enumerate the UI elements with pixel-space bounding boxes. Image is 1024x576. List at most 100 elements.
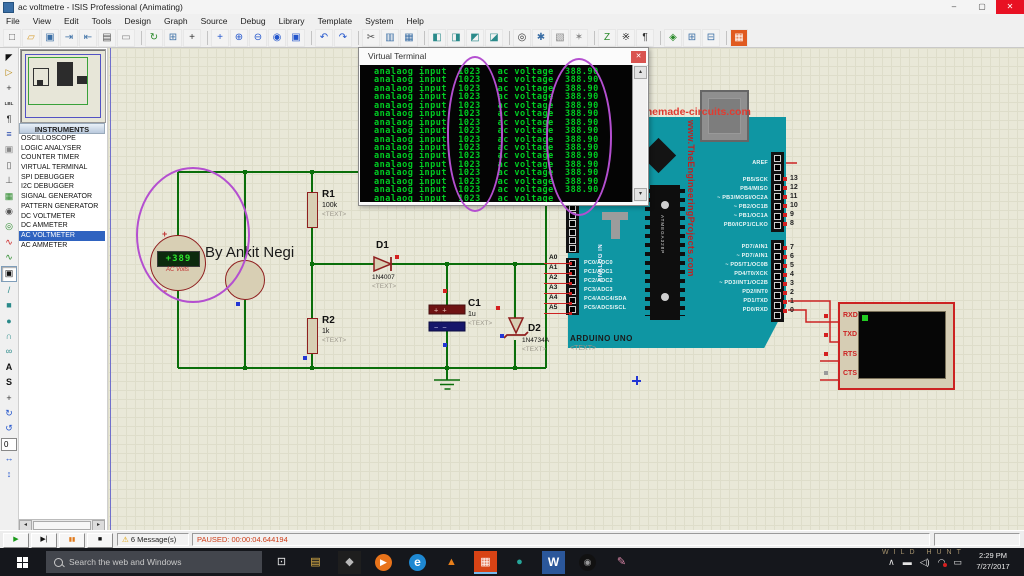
- media-player-icon[interactable]: ▶: [375, 553, 392, 571]
- teal-app-icon[interactable]: ●: [516, 555, 523, 568]
- 2d-symbol-mode[interactable]: S: [5, 377, 12, 388]
- wire-autorouter[interactable]: Z: [598, 28, 616, 47]
- game2-icon[interactable]: ◉: [579, 553, 596, 571]
- virtual-instruments-mode[interactable]: ▣: [1, 266, 17, 283]
- 2d-arc-mode[interactable]: ∩: [5, 331, 13, 342]
- edge-icon[interactable]: e: [409, 553, 426, 571]
- menu-item[interactable]: Graph: [163, 16, 188, 26]
- close-button[interactable]: ✕: [996, 0, 1024, 14]
- instrument-item[interactable]: SIGNAL GENERATOR: [21, 193, 93, 201]
- subcircuit-mode[interactable]: ▣: [4, 144, 14, 155]
- toolbar-separator[interactable]: [505, 30, 510, 45]
- export-section[interactable]: ⇤: [79, 28, 97, 47]
- toolbar-separator[interactable]: [137, 30, 142, 45]
- origin[interactable]: +: [183, 28, 201, 47]
- 2d-circle-mode[interactable]: ●: [6, 315, 12, 326]
- scroll-thumb[interactable]: [33, 521, 91, 530]
- stop-button[interactable]: ■: [87, 533, 113, 548]
- tape-recorder-mode[interactable]: ◉: [5, 205, 13, 216]
- 2d-text-mode[interactable]: A: [5, 361, 13, 372]
- zoom-area[interactable]: ▣: [287, 28, 305, 47]
- instrument-item[interactable]: OSCILLOSCOPE: [21, 135, 76, 142]
- menu-item[interactable]: Tools: [91, 16, 112, 26]
- pick-device[interactable]: ◎: [513, 28, 531, 47]
- toolbar-separator[interactable]: [307, 30, 312, 45]
- redraw[interactable]: ↻: [145, 28, 163, 47]
- make-device[interactable]: ✱: [532, 28, 550, 47]
- task-view-button[interactable]: ⊡: [276, 555, 287, 568]
- pan[interactable]: +: [211, 28, 229, 47]
- graph-mode[interactable]: ▦: [4, 190, 14, 201]
- new-design[interactable]: □: [3, 28, 21, 47]
- zoom-in[interactable]: ⊕: [230, 28, 248, 47]
- instrument-item[interactable]: DC VOLTMETER: [21, 212, 76, 220]
- property-assignment[interactable]: ¶: [636, 28, 654, 47]
- scroll-up-arrow[interactable]: ▴: [634, 66, 647, 79]
- selection-mode[interactable]: ◤: [5, 52, 13, 62]
- terminal-window-title[interactable]: Virtual Terminal: [359, 48, 648, 66]
- instrument-item[interactable]: I2C DEBUGGER: [21, 183, 74, 191]
- toolbar-separator[interactable]: [590, 30, 595, 45]
- battery-icon[interactable]: ▬: [902, 557, 912, 567]
- toolbar-separator[interactable]: [203, 30, 208, 45]
- instrument-item[interactable]: LOGIC ANALYSER: [21, 144, 82, 152]
- device-pins-mode[interactable]: ⊥: [5, 175, 13, 186]
- step-button[interactable]: ▶|: [31, 533, 57, 548]
- start-button[interactable]: [0, 548, 45, 576]
- 2d-path-mode[interactable]: ∞: [5, 346, 13, 357]
- menu-item[interactable]: Design: [124, 16, 151, 26]
- menu-item[interactable]: System: [365, 16, 394, 26]
- flip-vertical[interactable]: ↕: [6, 468, 12, 479]
- buses-mode[interactable]: ≡: [6, 128, 12, 139]
- paint-icon[interactable]: ✎: [616, 555, 627, 568]
- menu-item[interactable]: File: [6, 16, 20, 26]
- taskbar-search-input[interactable]: Search the web and Windows: [46, 551, 262, 573]
- block-delete[interactable]: ◪: [485, 28, 503, 47]
- terminal-scrollbar[interactable]: ▴ ▾: [632, 65, 647, 202]
- zoom-out[interactable]: ⊖: [249, 28, 267, 47]
- paste[interactable]: ▦: [400, 28, 418, 47]
- toolbar-separator[interactable]: [656, 30, 661, 45]
- zoom-all[interactable]: ◉: [268, 28, 286, 47]
- menu-item[interactable]: Source: [200, 16, 228, 26]
- rotation-angle-field[interactable]: 0: [1, 437, 17, 451]
- text-script-mode[interactable]: ¶: [6, 113, 12, 124]
- decompose[interactable]: ✶: [570, 28, 588, 47]
- instrument-item[interactable]: PATTERN GENERATOR: [21, 202, 99, 210]
- network-icon[interactable]: ◠: [937, 556, 948, 567]
- word-icon[interactable]: W: [542, 550, 565, 574]
- toolbar-separator[interactable]: [420, 30, 425, 45]
- menu-item[interactable]: Debug: [240, 16, 266, 26]
- notification-icon[interactable]: ▭: [953, 556, 962, 567]
- generator-mode[interactable]: ◎: [5, 221, 13, 232]
- toolbar-separator[interactable]: [354, 30, 359, 45]
- vlc-icon[interactable]: ▲: [446, 555, 457, 568]
- taskbar-clock[interactable]: 2:29 PM 7/27/2017: [966, 550, 1020, 572]
- block-copy[interactable]: ◧: [428, 28, 446, 47]
- instrument-item[interactable]: DC AMMETER: [21, 222, 68, 230]
- file-explorer-icon[interactable]: ▤: [310, 555, 321, 568]
- netlist-to-ares[interactable]: ▦: [730, 28, 748, 47]
- import-section[interactable]: ⇥: [60, 28, 78, 47]
- toggle-grid[interactable]: ⊞: [164, 28, 182, 47]
- mark-output-area[interactable]: ▭: [117, 28, 135, 47]
- terminals-mode[interactable]: ▯: [6, 159, 12, 170]
- 2d-box-mode[interactable]: ■: [6, 300, 12, 311]
- play-button[interactable]: ▶: [3, 533, 29, 548]
- 2d-line-mode[interactable]: /: [7, 284, 11, 295]
- cut[interactable]: ✂: [362, 28, 380, 47]
- speaker-icon[interactable]: ◁): [919, 556, 930, 567]
- 2d-marker-mode[interactable]: +: [6, 392, 12, 403]
- component-mode[interactable]: ▷: [5, 67, 13, 78]
- print-design[interactable]: ▤: [98, 28, 116, 47]
- instrument-item[interactable]: COUNTER TIMER: [21, 154, 80, 162]
- pause-button[interactable]: ▮▮: [59, 533, 85, 548]
- message-panel[interactable]: ⚠ 6 Message(s): [117, 533, 189, 546]
- wire-label-mode[interactable]: LBL: [4, 101, 14, 107]
- undo[interactable]: ↶: [315, 28, 333, 47]
- voltage-probe-mode[interactable]: ∿: [5, 236, 13, 247]
- terminal-close-button[interactable]: ✕: [631, 51, 646, 63]
- menu-item[interactable]: View: [32, 16, 51, 26]
- scroll-down-arrow[interactable]: ▾: [634, 188, 647, 201]
